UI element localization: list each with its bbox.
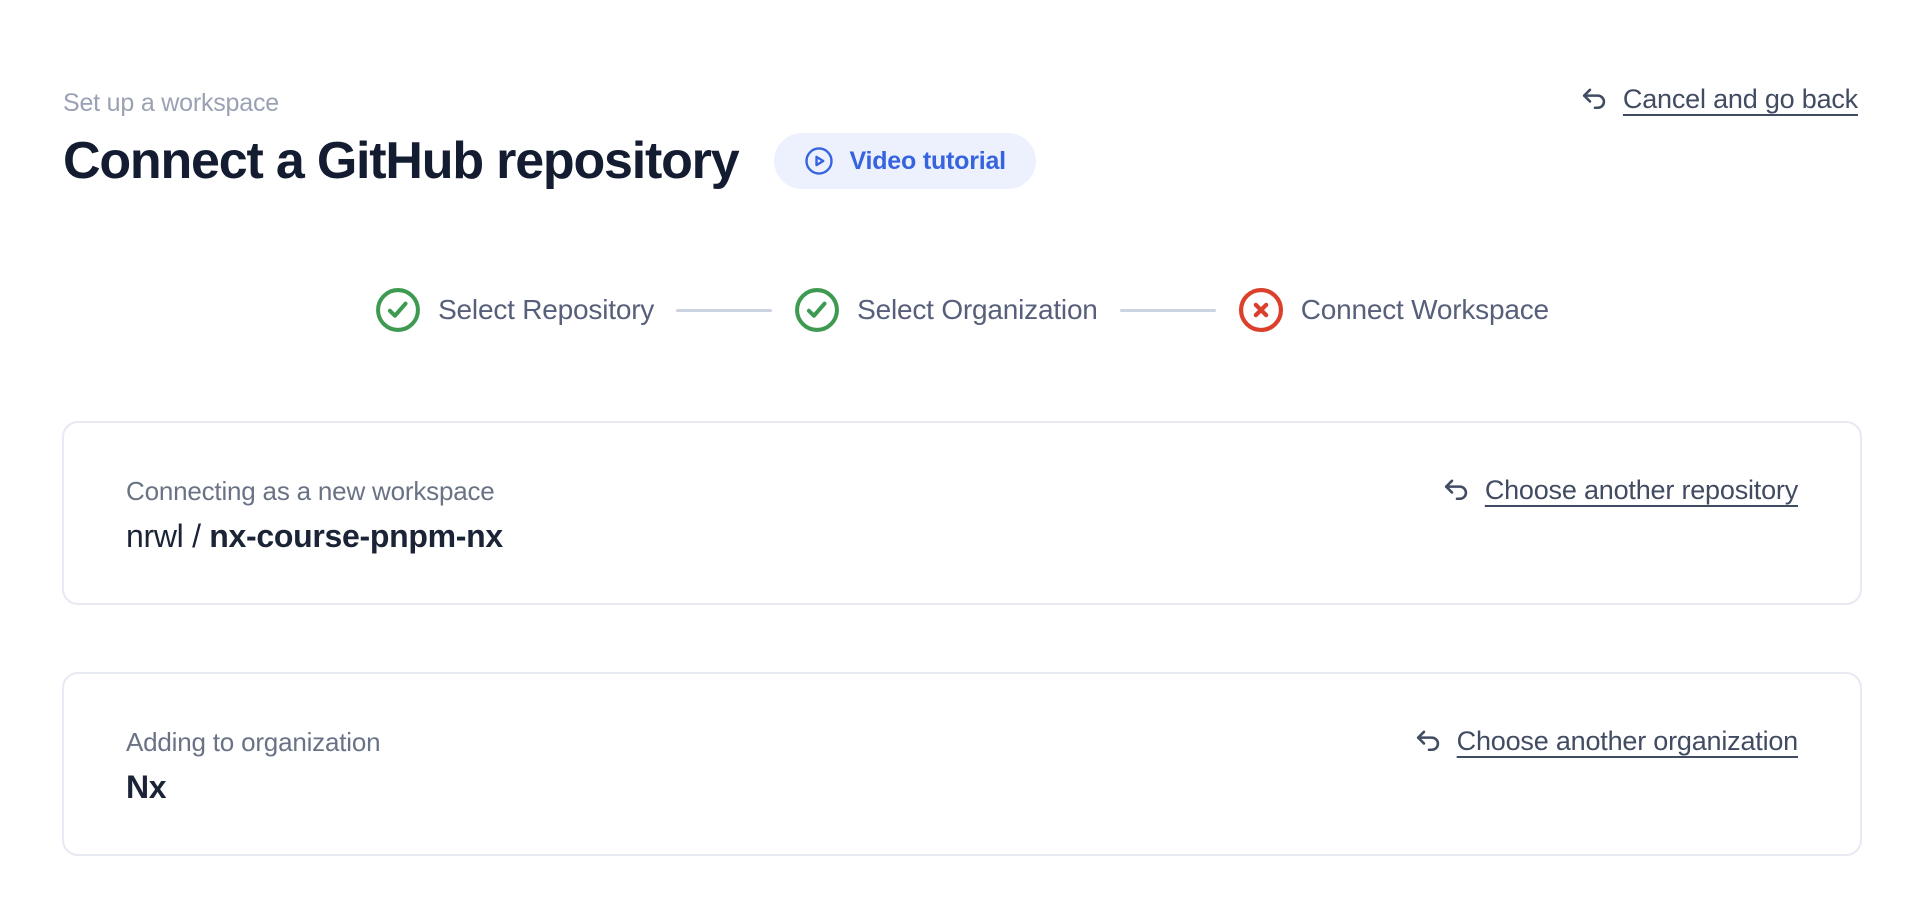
repository-name: nx-course-pnpm-nx: [209, 517, 503, 554]
organization-name: Nx: [126, 768, 167, 805]
video-tutorial-button[interactable]: Video tutorial: [774, 133, 1036, 189]
selected-organization-value: Nx: [126, 769, 380, 806]
choose-repository-label: Choose another repository: [1484, 475, 1798, 505]
stepper-connector-line: [1119, 308, 1216, 312]
card-label: Adding to organization: [126, 727, 381, 757]
step-connect-workspace: Connect Workspace: [1238, 287, 1549, 333]
step-select-repository: Select Repository: [375, 287, 654, 333]
cancel-and-go-back-link[interactable]: Cancel and go back: [1579, 84, 1858, 115]
cancel-link-label: Cancel and go back: [1622, 84, 1858, 114]
page-header: Set up a workspace Connect a GitHub repo…: [0, 0, 1924, 191]
repository-owner: nrwl /: [126, 517, 210, 554]
selected-repository-card: Connecting as a new workspace nrwl / nx-…: [62, 421, 1862, 605]
undo-arrow-icon: [1441, 475, 1472, 506]
choose-another-organization-link[interactable]: Choose another organization: [1413, 726, 1798, 757]
undo-arrow-icon: [1413, 726, 1444, 757]
undo-arrow-icon: [1579, 84, 1610, 115]
step-label: Connect Workspace: [1300, 294, 1549, 325]
x-circle-icon: [1238, 287, 1284, 333]
card-label: Connecting as a new workspace: [126, 476, 495, 506]
choose-organization-label: Choose another organization: [1456, 726, 1799, 756]
check-circle-icon: [375, 287, 421, 333]
repository-info: Connecting as a new workspace nrwl / nx-…: [126, 475, 503, 555]
step-select-organization: Select Organization: [794, 287, 1098, 333]
choose-another-repository-link[interactable]: Choose another repository: [1441, 475, 1798, 506]
title-row: Connect a GitHub repository Video tutori…: [63, 131, 1858, 191]
check-circle-icon: [794, 287, 840, 333]
step-label: Select Organization: [857, 294, 1098, 325]
page-title: Connect a GitHub repository: [63, 132, 740, 190]
play-circle-icon: [804, 146, 834, 176]
selected-organization-card: Adding to organization Nx Choose another…: [62, 672, 1862, 856]
selected-repository-value: nrwl / nx-course-pnpm-nx: [126, 518, 503, 555]
organization-info: Adding to organization Nx: [126, 726, 381, 806]
setup-stepper: Select Repository Select Organization Co…: [0, 287, 1924, 333]
eyebrow-text: Set up a workspace: [63, 89, 279, 117]
stepper-connector-line: [676, 308, 773, 312]
video-tutorial-label: Video tutorial: [849, 146, 1006, 175]
step-label: Select Repository: [438, 294, 655, 325]
